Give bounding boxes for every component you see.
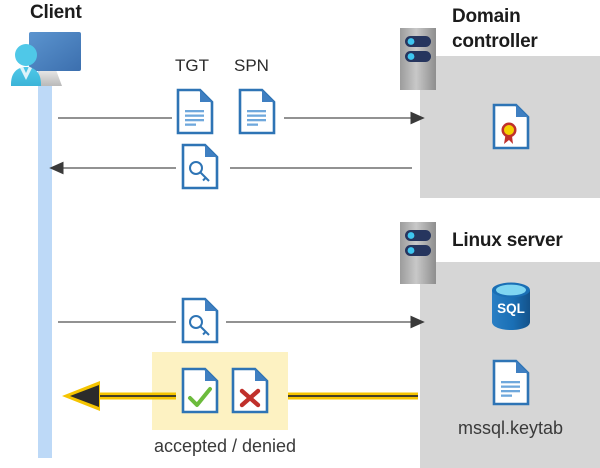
spn-label: SPN [234,56,269,75]
tgt-label: TGT [175,56,209,75]
document-cross-icon [231,367,269,414]
document-icon [176,88,214,135]
server-rack-icon [400,222,436,284]
document-check-icon [181,367,219,414]
sql-database-icon: SQL [489,281,533,331]
client-workstation-icon [6,28,84,90]
sql-database-text: SQL [497,301,525,316]
page-title-client: Client [30,2,82,23]
document-icon [492,359,530,406]
accepted-denied-label: accepted / denied [153,436,297,456]
keytab-file-label: mssql.keytab [457,418,564,438]
page-title-linux-server: Linux server [452,230,563,251]
document-key-icon [181,297,219,344]
document-icon [238,88,276,135]
client-lifeline [38,62,52,458]
document-certificate-seal-icon [492,103,530,150]
document-key-icon [181,143,219,190]
server-rack-icon [400,28,436,90]
